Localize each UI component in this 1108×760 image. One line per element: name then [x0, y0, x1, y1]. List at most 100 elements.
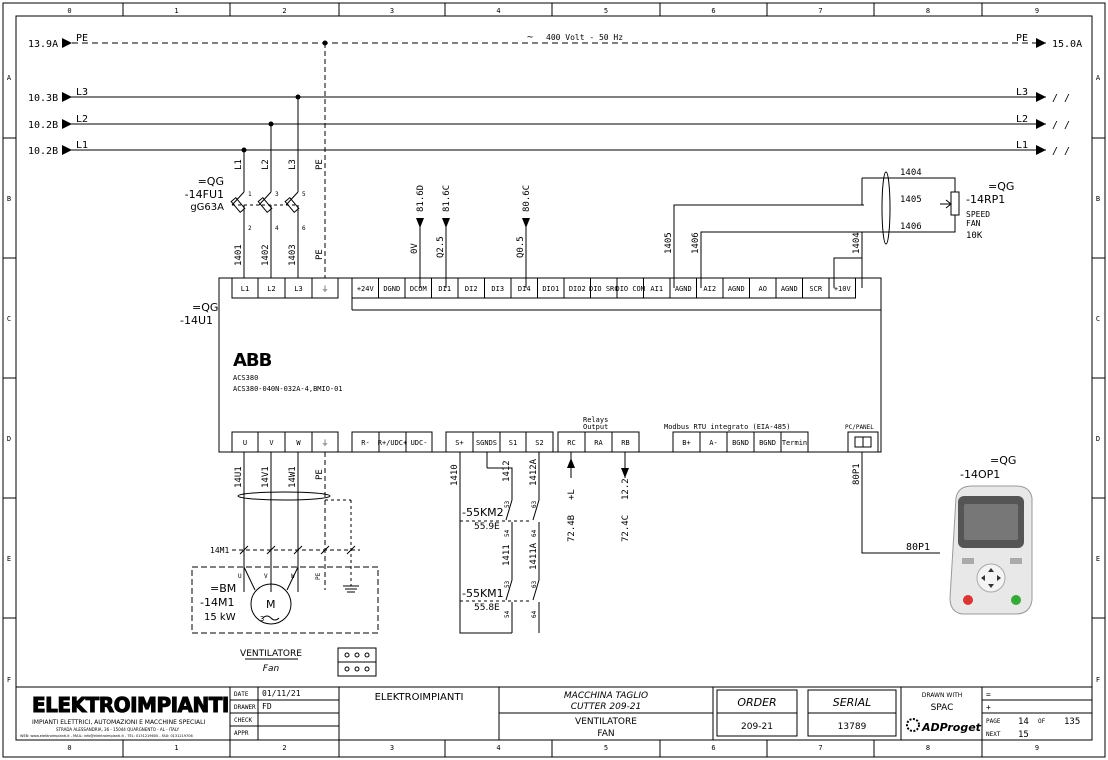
motor-box	[191, 566, 379, 634]
wire-1401: 1401	[234, 244, 244, 266]
motor-term-v: V	[264, 573, 268, 580]
panel-wire	[861, 452, 940, 554]
column-label: 3	[390, 744, 394, 752]
signal-arrows	[416, 218, 530, 228]
wire-1405: 1405	[664, 232, 674, 254]
motor-term-w: W	[291, 573, 295, 580]
column-label: 0	[67, 744, 71, 752]
company-address: STRADA ALESSANDRIA, 36 - 15044 QUARGNENT…	[56, 727, 180, 732]
power-in-terminal: L3	[294, 285, 302, 293]
column-label: 2	[282, 744, 286, 752]
fuse-id: =QG	[198, 175, 224, 188]
modbus-label: Modbus RTU integrato (EIA-485)	[664, 423, 790, 431]
row-label: B	[7, 195, 11, 203]
fuse-pin-2: 2	[248, 225, 252, 232]
company-description: IMPIANTI ELETTRICI, AUTOMAZIONI E MACCHI…	[32, 719, 205, 726]
column-label: 5	[604, 744, 608, 752]
order-label: ORDER	[737, 696, 776, 709]
rb-ref: 72.4C	[621, 515, 631, 542]
fuse-rating: gG63A	[190, 202, 224, 213]
page-value: 14	[1018, 717, 1029, 727]
l1-right-ref: / /	[1052, 146, 1070, 157]
software-logo: ADProget	[921, 721, 982, 734]
di1-ref: 81.6C	[442, 185, 452, 212]
modbus-terminal: A-	[709, 439, 717, 447]
software-name: SPAC	[931, 703, 954, 713]
pin-53-b: 53	[504, 580, 511, 588]
l2-left-label: L2	[76, 114, 88, 125]
machine-code: CUTTER 209-21	[571, 702, 642, 712]
total-value: 135	[1064, 717, 1080, 727]
wire-l2-in: L2	[261, 159, 271, 170]
control-terminal: AGND	[781, 285, 798, 293]
motor-tag: -14M1	[200, 596, 234, 609]
row-label: C	[7, 315, 11, 323]
motor-symbol-m: M	[266, 598, 276, 611]
column-label: 7	[818, 7, 822, 15]
modbus-terminal: Termin	[782, 439, 807, 447]
row-label: A	[1096, 74, 1101, 82]
control-terminal: DIO1	[542, 285, 559, 293]
motor-name-en: Fan	[263, 664, 280, 674]
power-in-terminal: ⏚	[322, 285, 329, 293]
order-value: 209-21	[741, 722, 773, 732]
row-label: E	[1096, 555, 1100, 563]
control-panel-image	[949, 485, 1033, 615]
company-logo: ELEKTROIMPIANTI	[32, 693, 229, 717]
column-label: 9	[1035, 7, 1039, 15]
check-label: CHECK	[234, 717, 252, 724]
column-label: 9	[1035, 744, 1039, 752]
section-name: VENTILATORE	[575, 717, 637, 727]
km1-ref: 55.8E	[474, 603, 500, 613]
pe-right-label: PE	[1016, 33, 1028, 44]
supply-lines	[62, 42, 1046, 151]
pin-64-b: 64	[531, 610, 538, 618]
gear-icon	[906, 718, 920, 732]
pot-wire-1404: 1404	[900, 168, 922, 178]
wire-1411a: 1411A	[529, 542, 539, 570]
pin-53-a: 53	[504, 500, 511, 508]
di1-signal: Q2.5	[436, 236, 446, 258]
km2-tag: -55KM2	[462, 506, 504, 519]
brake-terminal: R+/UDC+	[378, 439, 408, 447]
motor-name: VENTILATORE	[240, 649, 302, 659]
vfd-input-signal-wires	[419, 218, 527, 288]
date-value: 01/11/21	[262, 689, 301, 698]
pot-tag: -14RP1	[966, 193, 1005, 206]
panel-port-label: PC/PANEL	[845, 424, 874, 431]
next-label: NEXT	[986, 731, 1001, 738]
l1-right-label: L1	[1016, 140, 1028, 151]
row-label: A	[7, 74, 12, 82]
pot-wire-1405: 1405	[900, 195, 922, 205]
row-label: D	[7, 435, 11, 443]
power-out-terminal: V	[269, 439, 274, 447]
column-label: 7	[818, 744, 822, 752]
drawer-label: DRAWER	[234, 704, 256, 711]
wire-pe-vfd: PE	[315, 249, 325, 260]
pe-right-ref: 15.0A	[1052, 39, 1082, 50]
column-label: 0	[67, 7, 71, 15]
control-terminal: AI2	[703, 285, 716, 293]
control-terminal: AGND	[675, 285, 692, 293]
fuse-pin-3: 3	[275, 191, 279, 198]
column-label: 1	[174, 7, 178, 15]
vfd-code: ACS380-040N-032A-4,BMIO-01	[233, 385, 343, 393]
vfd-model: ACS380	[233, 374, 258, 382]
rc-signal: +L	[567, 489, 577, 500]
control-terminal: +24V	[357, 285, 375, 293]
dcom-ref: 81.6D	[416, 185, 426, 212]
power-in-terminal: L1	[241, 285, 249, 293]
supply-arrows	[62, 38, 1046, 155]
modbus-terminal: BGND	[732, 439, 749, 447]
motor-term-u: U	[238, 573, 242, 580]
title-block-grid	[16, 686, 1092, 740]
wire-1404: 1404	[852, 232, 862, 254]
control-terminal: DIO2	[569, 285, 586, 293]
fan-icon	[337, 647, 377, 677]
control-terminal: DI1	[438, 285, 451, 293]
pot-value: 10K	[966, 231, 983, 241]
l2-left-ref: 10.2B	[28, 120, 58, 131]
pe-left-ref: 13.9A	[28, 39, 58, 50]
